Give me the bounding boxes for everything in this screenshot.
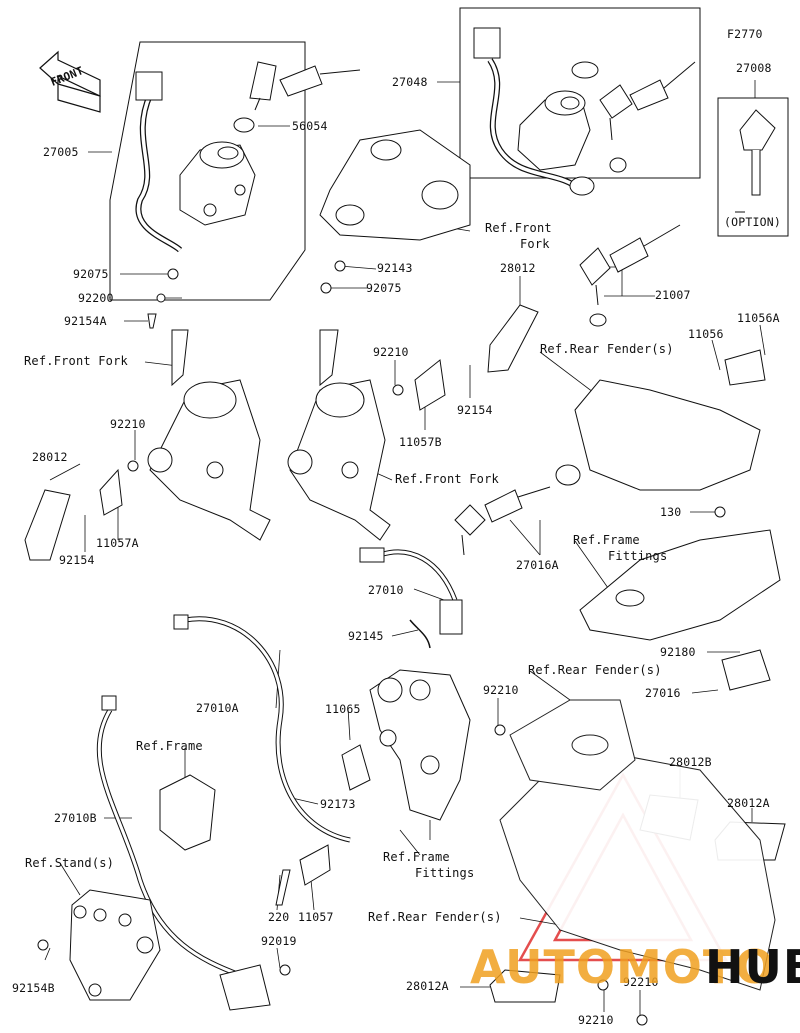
washer-icon [233, 117, 255, 133]
part-130: 130 [660, 505, 682, 519]
part-92210-a: 92210 [373, 345, 409, 359]
part-56054: 56054 [292, 119, 328, 133]
part-11057: 11057 [298, 910, 334, 924]
ref-front-fork-top-2: Fork [520, 237, 550, 251]
front-fork-bracket-icon [319, 129, 471, 241]
seat-lock-key-icon [599, 61, 696, 141]
part-27010a: 27010A [196, 701, 239, 715]
bracket-plate-icon [99, 359, 446, 886]
frame-fittings-icon [579, 529, 781, 691]
sidestand-switch-icon [359, 547, 463, 649]
nut-icons [127, 260, 648, 1026]
part-27048: 27048 [392, 75, 428, 89]
part-27010b: 27010B [54, 811, 97, 825]
part-92173: 92173 [320, 797, 356, 811]
part-92210-c: 92210 [483, 683, 519, 697]
ignition-set-box [109, 41, 306, 301]
bolt-icons [37, 506, 726, 951]
rear-fender-bottom-icon [499, 699, 776, 991]
blank-key-box [717, 97, 789, 237]
ref-front-fork-left: Ref.Front Fork [24, 354, 128, 368]
key-set-icon [579, 224, 681, 327]
part-27008: 27008 [736, 61, 772, 75]
part-92019: 92019 [261, 934, 297, 948]
ref-frame-fittings-bottom-2: Fittings [415, 866, 475, 880]
option-label: (OPTION) [724, 215, 781, 229]
part-92180: 92180 [660, 645, 696, 659]
ref-frame-fittings-top-2: Fittings [608, 549, 668, 563]
leader-lines [44, 80, 766, 1018]
watermark-hub: HUB [705, 940, 800, 994]
ignition-key-icon [249, 61, 361, 111]
ref-stand: Ref.Stand(s) [25, 856, 115, 870]
ignition-switch-icon [135, 71, 256, 253]
part-11057b: 11057B [399, 435, 442, 449]
part-28012b: 28012B [669, 755, 712, 769]
part-27010: 27010 [368, 583, 404, 597]
connector-b-icon [101, 695, 117, 711]
part-11065: 11065 [325, 702, 361, 716]
ref-frame-fittings-top: Ref.Frame [573, 533, 640, 547]
reflector-bracket-right-icon [287, 329, 391, 541]
part-21007: 21007 [655, 288, 691, 302]
part-28012a-bottom: 28012A [406, 979, 449, 993]
part-92075-a: 92075 [73, 267, 109, 281]
connector-a-icon [173, 614, 189, 630]
part-92154a: 92154A [64, 314, 107, 328]
part-92210-e: 92210 [578, 1013, 614, 1027]
part-27005: 27005 [43, 145, 79, 159]
ref-frame-fittings-bottom: Ref.Frame [383, 850, 450, 864]
part-92210-b: 92210 [110, 417, 146, 431]
watermark-automoto: AUTOMOTO [470, 940, 776, 994]
part-92210-d: 92210 [623, 975, 659, 989]
part-92145: 92145 [348, 629, 384, 643]
part-92200: 92200 [78, 291, 114, 305]
front-arrow-icon [39, 50, 101, 113]
blank-key-icon [735, 109, 776, 213]
seat-lock-a-icon [454, 464, 581, 556]
part-27016: 27016 [645, 686, 681, 700]
part-11057a: 11057A [96, 536, 139, 550]
figure-code: F2770 [727, 27, 763, 41]
part-11056a: 11056A [737, 311, 780, 325]
part-220: 220 [268, 910, 290, 924]
part-28012-a: 28012 [500, 261, 536, 275]
part-92075-b: 92075 [366, 281, 402, 295]
ref-front-fork-center: Ref.Front Fork [395, 472, 499, 486]
part-28012a-right: 28012A [727, 796, 770, 810]
part-92154b: 92154B [12, 981, 55, 995]
reflector-bracket-left-icon [147, 329, 271, 541]
part-92154-b: 92154 [457, 403, 493, 417]
ref-rear-fender-bottom: Ref.Rear Fender(s) [368, 910, 502, 924]
ref-rear-fender-middle: Ref.Rear Fender(s) [528, 663, 662, 677]
part-27016a: 27016A [516, 558, 559, 572]
ref-front-fork-top: Ref.Front [485, 221, 552, 235]
lock-assembly-icon [341, 669, 471, 821]
part-11056: 11056 [688, 327, 724, 341]
ref-rear-fender-top: Ref.Rear Fender(s) [540, 342, 674, 356]
part-28012-b: 28012 [32, 450, 68, 464]
part-92154-c: 92154 [59, 553, 95, 567]
seat-lock-icon [473, 27, 627, 196]
part-92143: 92143 [377, 261, 413, 275]
frame-bracket-icon [159, 774, 216, 851]
stand-plate-icon [69, 889, 271, 1011]
ref-frame: Ref.Frame [136, 739, 203, 753]
rear-fender-top-icon [574, 349, 766, 491]
